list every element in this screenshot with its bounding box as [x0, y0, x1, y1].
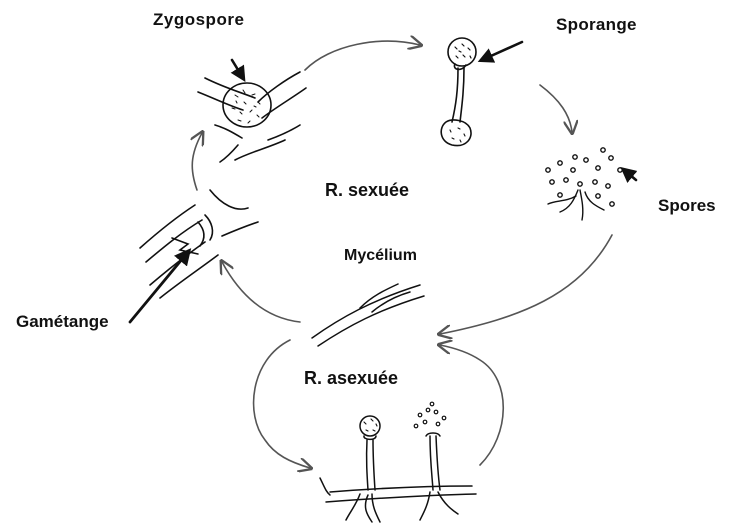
arrow-zygospore-to-sporange — [305, 41, 420, 70]
arrow-asexual-loop-right — [440, 345, 503, 465]
asexual-reproduction-label: R. asexuée — [304, 369, 398, 387]
gametange-label: Gamétange — [16, 313, 109, 330]
arrow-mycelium-to-gametange — [222, 262, 300, 322]
spores-illustration — [546, 148, 636, 220]
mycelium-label: Mycélium — [344, 248, 417, 264]
zygospore-label: Zygospore — [153, 11, 244, 28]
arrow-asexual-loop-left — [254, 340, 310, 468]
sexual-reproduction-label: R. sexuée — [325, 181, 409, 199]
gametange-illustration — [130, 190, 258, 322]
sporange-illustration — [441, 38, 522, 146]
asexual-sporangia-illustration — [320, 402, 476, 522]
zygospore-illustration — [198, 60, 306, 162]
mycelium-illustration — [312, 284, 424, 346]
arrow-gametange-to-zygospore — [192, 133, 202, 190]
sporange-label: Sporange — [556, 16, 637, 33]
arrow-sporange-to-spores — [540, 85, 572, 132]
spores-label: Spores — [658, 197, 716, 214]
arrow-spores-to-asexual — [440, 235, 612, 334]
